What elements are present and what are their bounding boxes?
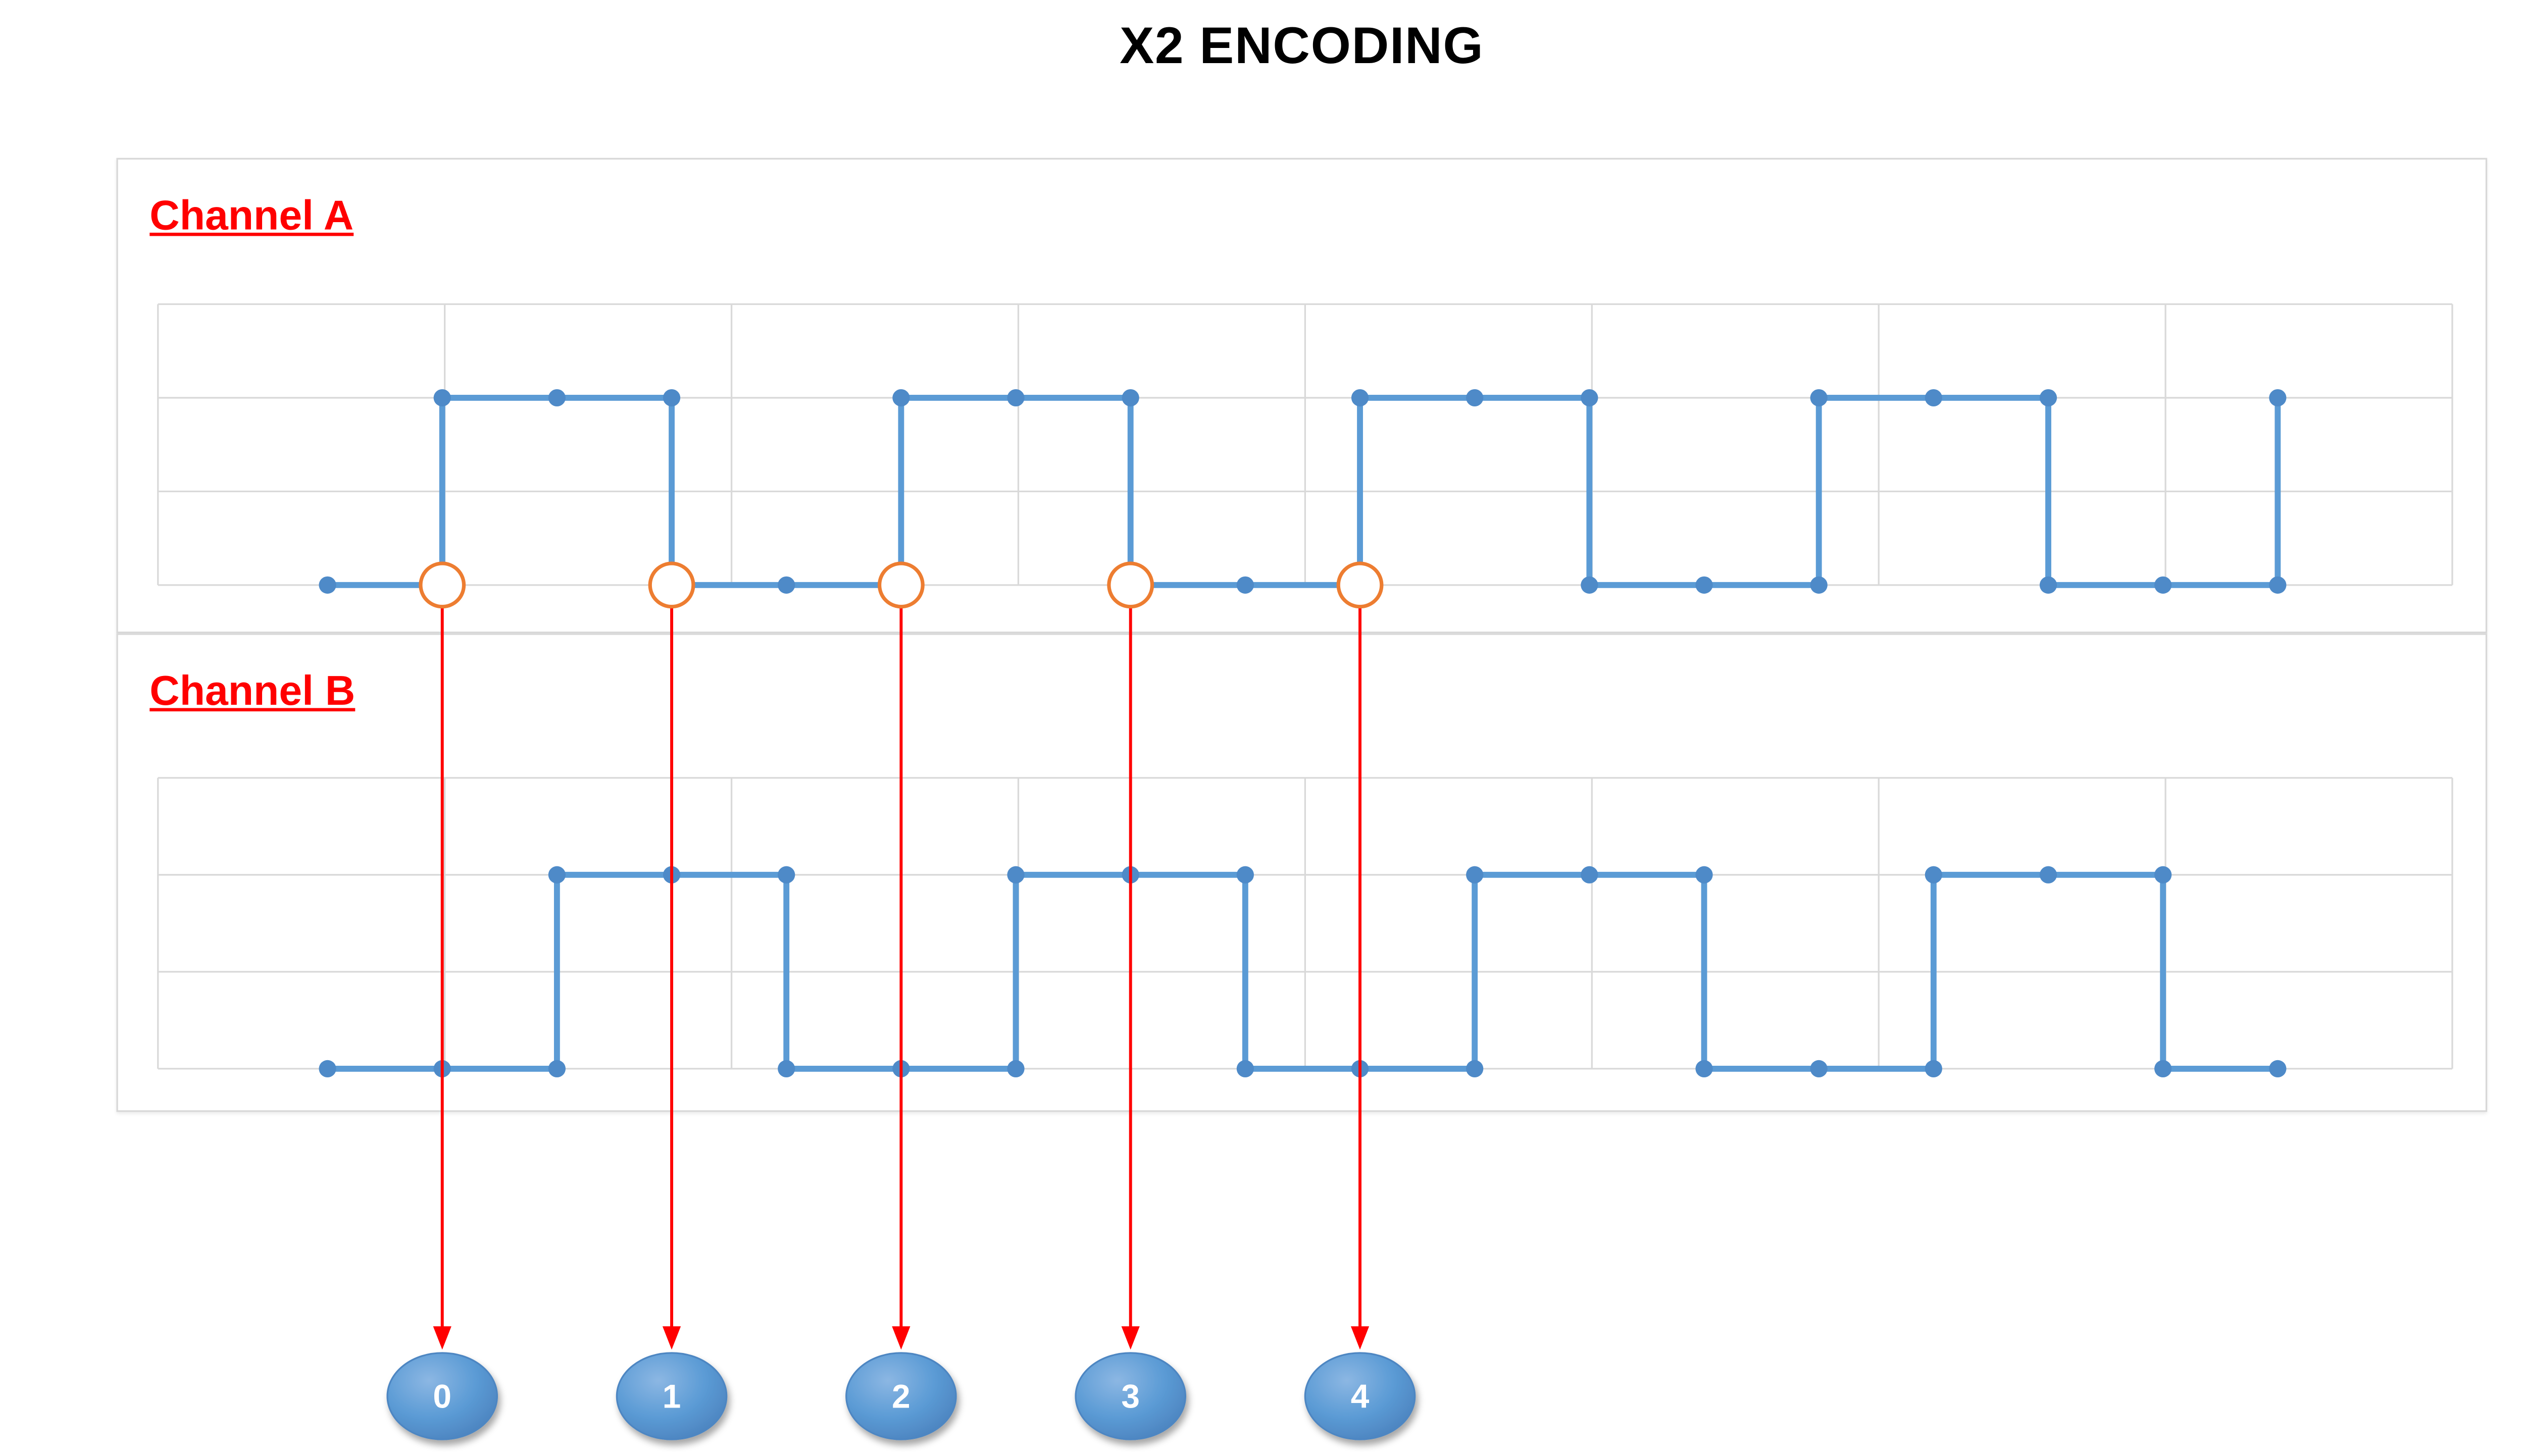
- channel-a-marker: [2039, 576, 2057, 594]
- channel-a-marker: [2039, 389, 2057, 407]
- count-arrowhead-1: [662, 1326, 681, 1350]
- channel-b-marker: [1236, 1060, 1254, 1078]
- count-badge-label-4: 4: [1351, 1378, 1370, 1415]
- figure-title: X2 ENCODING: [1120, 16, 1484, 75]
- channel-a-marker: [1122, 389, 1139, 407]
- channel-b-marker: [2039, 866, 2057, 883]
- count-event-circle-2: [877, 561, 925, 609]
- channel-a-marker: [1581, 576, 1598, 594]
- channel-a-marker: [1581, 389, 1598, 407]
- count-badge-3: [1075, 1352, 1186, 1440]
- channel-a-marker: [2269, 389, 2287, 407]
- channel-b-marker: [1236, 866, 1254, 883]
- channel-b-markers: [319, 866, 2287, 1078]
- count-badge-label-1: 1: [663, 1378, 681, 1415]
- channel-a-marker: [2269, 576, 2287, 594]
- channel-b-marker: [1925, 866, 1942, 883]
- channel-a-label: Channel A: [149, 192, 354, 240]
- channel-b-marker: [2154, 1060, 2172, 1078]
- channel-b-marker: [2154, 866, 2172, 883]
- count-badge-0: [386, 1352, 498, 1440]
- channel-a-grid: [157, 303, 2453, 586]
- channel-a-marker: [663, 389, 681, 407]
- channel-a-marker: [1351, 389, 1369, 407]
- channel-a-marker: [1925, 389, 1942, 407]
- channel-b-marker: [1810, 1060, 1828, 1078]
- channel-b-marker: [319, 1060, 336, 1078]
- count-arrowhead-2: [892, 1326, 911, 1350]
- count-event-circle-0: [419, 561, 466, 609]
- count-arrowhead-0: [433, 1326, 451, 1350]
- channel-a-marker: [778, 576, 795, 594]
- channel-a-marker: [1695, 576, 1713, 594]
- channel-a-marker: [548, 389, 566, 407]
- count-badge-label-0: 0: [433, 1378, 451, 1415]
- channel-b-marker: [2269, 1060, 2287, 1078]
- channel-a-marker: [2154, 576, 2172, 594]
- count-badge-label-3: 3: [1121, 1378, 1140, 1415]
- channel-b-marker: [1925, 1060, 1942, 1078]
- channel-b-label: Channel B: [149, 668, 356, 715]
- channel-b-marker: [1007, 866, 1025, 883]
- count-event-circle-3: [1107, 561, 1154, 609]
- channel-a-marker: [1810, 576, 1828, 594]
- channel-b-marker: [778, 866, 795, 883]
- channel-b-waveform: [327, 871, 2278, 1072]
- channel-a-marker: [319, 576, 336, 594]
- channel-b-marker: [548, 1060, 566, 1078]
- count-event-circle-1: [648, 561, 695, 609]
- channel-b-grid: [157, 777, 2453, 1070]
- count-badge-4: [1304, 1352, 1416, 1440]
- channel-b-marker: [778, 1060, 795, 1078]
- count-arrowhead-3: [1121, 1326, 1140, 1350]
- count-arrowhead-4: [1350, 1326, 1370, 1350]
- channel-b-marker: [1695, 1060, 1713, 1078]
- channel-b-marker: [1695, 866, 1713, 883]
- channel-b-marker: [1007, 1060, 1025, 1078]
- channel-a-marker: [892, 389, 910, 407]
- channel-a-marker: [1236, 576, 1254, 594]
- count-badge-label-2: 2: [892, 1378, 911, 1415]
- count-event-circle-4: [1336, 561, 1384, 609]
- count-badge-1: [616, 1352, 728, 1440]
- channel-a-marker: [1810, 389, 1828, 407]
- channel-b-marker: [548, 866, 566, 883]
- channel-b-marker: [1466, 866, 1484, 883]
- channel-a-marker: [1466, 389, 1484, 407]
- channel-a-marker: [1007, 389, 1025, 407]
- count-badge-2: [845, 1352, 957, 1440]
- channel-b-marker: [1581, 866, 1598, 883]
- channel-b-marker: [1466, 1060, 1484, 1078]
- channel-a-marker: [433, 389, 451, 407]
